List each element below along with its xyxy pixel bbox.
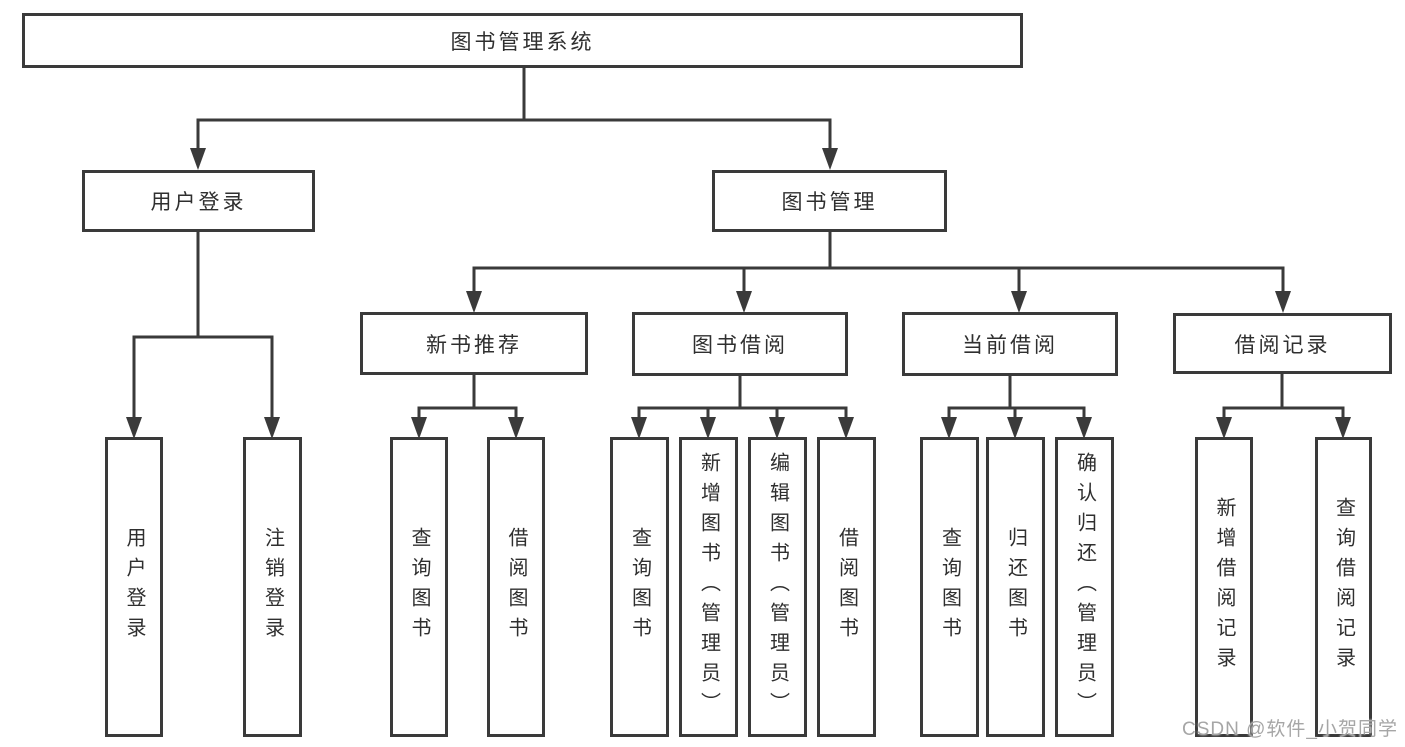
node-borrow-records: 借阅记录 xyxy=(1173,313,1392,374)
connector-current-borrow-split xyxy=(941,376,1092,439)
node-book-borrow: 图书借阅 xyxy=(632,312,848,376)
leaf-query-books-1: 查询图书 xyxy=(390,437,448,737)
leaf-edit-book-admin: 编辑图书（管理员） xyxy=(748,437,807,737)
leaf-return-book: 归还图书 xyxy=(986,437,1045,737)
connector-book-management-split xyxy=(466,232,1291,313)
node-user-login: 用户登录 xyxy=(82,170,315,232)
node-book-management: 图书管理 xyxy=(712,170,947,232)
leaf-query-books-2: 查询图书 xyxy=(610,437,669,737)
leaf-borrow-books-1: 借阅图书 xyxy=(487,437,545,737)
leaf-confirm-return-admin: 确认归还（管理员） xyxy=(1055,437,1114,737)
connector-user-login-split xyxy=(126,232,280,439)
csdn-watermark: CSDN @软件_小贺同学 xyxy=(1182,719,1398,740)
connector-new-book-split xyxy=(411,375,524,439)
node-new-book-recommend: 新书推荐 xyxy=(360,312,588,375)
leaf-user-login: 用户登录 xyxy=(105,437,163,737)
connector-root-split xyxy=(190,68,838,170)
leaf-borrow-books-2: 借阅图书 xyxy=(817,437,876,737)
node-current-borrow: 当前借阅 xyxy=(902,312,1118,376)
leaf-add-borrow-record: 新增借阅记录 xyxy=(1195,437,1253,737)
leaf-query-borrow-record: 查询借阅记录 xyxy=(1315,437,1372,737)
leaf-add-book-admin: 新增图书（管理员） xyxy=(679,437,738,737)
connector-borrow-record-split xyxy=(1216,374,1351,439)
leaf-logout: 注销登录 xyxy=(243,437,302,737)
node-library-management-system: 图书管理系统 xyxy=(22,13,1023,68)
leaf-query-books-3: 查询图书 xyxy=(920,437,979,737)
connector-book-borrow-split xyxy=(631,376,854,439)
